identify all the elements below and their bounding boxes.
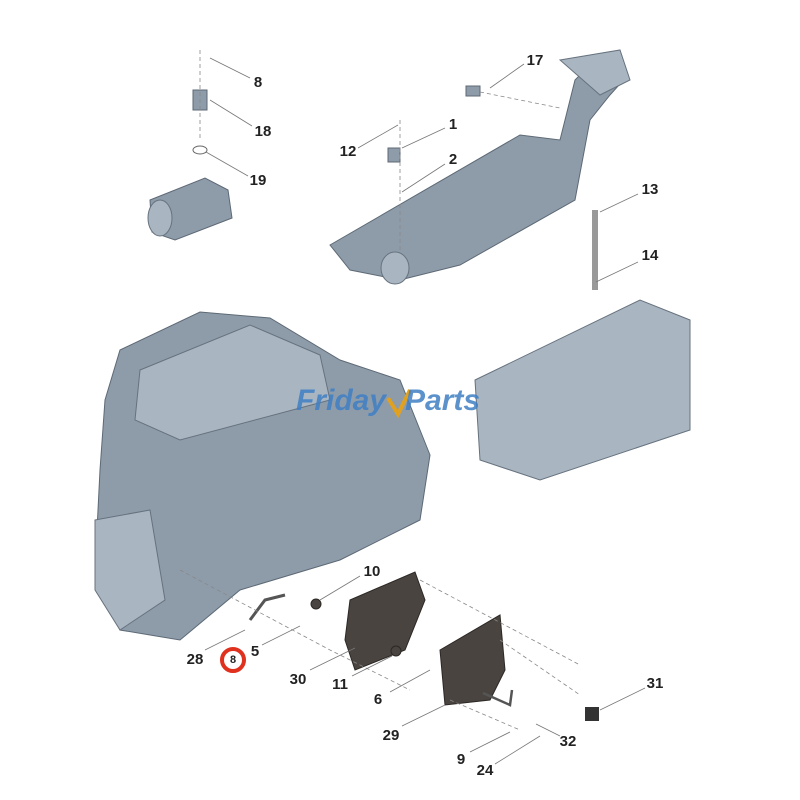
callout-11: 11 <box>332 676 348 693</box>
watermark-logo: Friday Parts <box>296 384 480 419</box>
callout-12: 12 <box>340 143 357 160</box>
leader-lines <box>204 57 646 765</box>
callout-8: 8 <box>254 74 262 91</box>
highlighted-part: 8 <box>230 654 236 666</box>
ecm-module-29 <box>439 614 506 706</box>
callout-31: 31 <box>647 675 664 692</box>
svg-text:Parts: Parts <box>405 384 480 417</box>
callout-1: 1 <box>449 116 457 133</box>
callout-9: 9 <box>457 751 465 768</box>
engine-block <box>94 311 431 641</box>
callout-6: 6 <box>374 691 382 708</box>
callout-30: 30 <box>290 671 307 688</box>
callout-18: 18 <box>255 123 272 140</box>
highlight-circle <box>220 647 246 673</box>
callout-19: 19 <box>250 172 267 189</box>
air-intake-pipe <box>147 177 233 241</box>
callout-24: 24 <box>477 762 494 779</box>
callout-28: 28 <box>187 651 204 668</box>
mounting-plate-30 <box>344 571 426 671</box>
exhaust-manifold <box>329 49 631 285</box>
callout-10: 10 <box>364 563 381 580</box>
small-parts <box>179 50 599 731</box>
callout-32: 32 <box>560 733 577 750</box>
callout-14: 14 <box>642 247 659 264</box>
callout-17: 17 <box>527 52 544 69</box>
callout-5: 5 <box>251 643 259 660</box>
cylinder-head <box>474 210 691 481</box>
callout-29: 29 <box>383 727 400 744</box>
svg-text:Friday: Friday <box>296 384 387 417</box>
callout-2: 2 <box>449 151 457 168</box>
callout-13: 13 <box>642 181 659 198</box>
